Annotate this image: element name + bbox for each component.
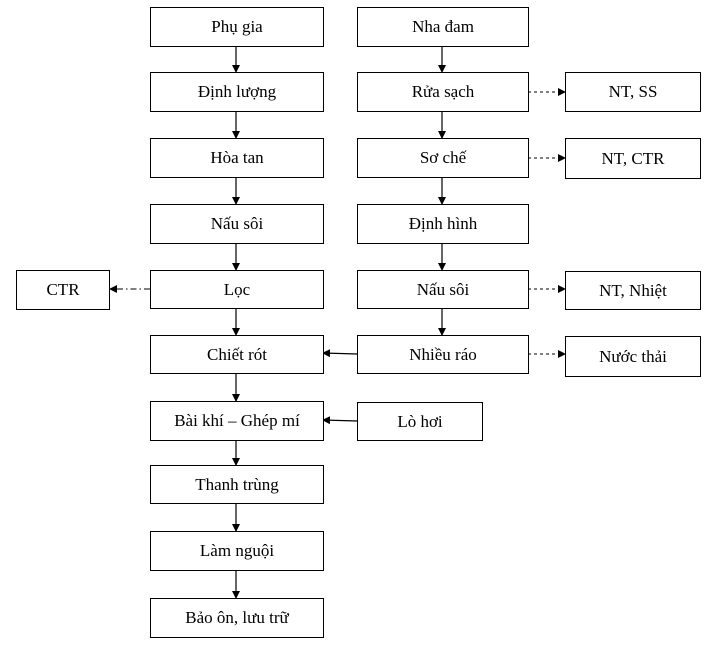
step-phu-gia: Phụ gia — [150, 7, 324, 47]
waste-loc: CTR — [16, 270, 110, 310]
step-nhieu-rao: Nhiều ráo — [357, 335, 529, 374]
step-lo-hoi: Lò hơi — [357, 402, 483, 441]
step-dinh-hinh: Định hình — [357, 204, 529, 244]
step-lam-nguoi: Làm nguội — [150, 531, 324, 571]
step-nau-soi-left: Nấu sôi — [150, 204, 324, 244]
step-bao-on-luu-tru: Bảo ôn, lưu trữ — [150, 598, 324, 638]
step-hoa-tan: Hòa tan — [150, 138, 324, 178]
step-rua-sach: Rửa sạch — [357, 72, 529, 112]
step-bai-khi-ghep-mi: Bài khí – Ghép mí — [150, 401, 324, 441]
arrow-lo-hoi-to-bai-khi — [322, 416, 358, 425]
step-so-che: Sơ chế — [357, 138, 529, 178]
step-chiet-rot: Chiết rót — [150, 335, 324, 374]
step-nha-dam: Nha đam — [357, 7, 529, 47]
step-nau-soi-right: Nấu sôi — [357, 270, 529, 309]
step-dinh-luong: Định lượng — [150, 72, 324, 112]
waste-rua-sach: NT, SS — [565, 72, 701, 112]
waste-so-che: NT, CTR — [565, 138, 701, 179]
arrow-nhieu-rao-to-chiet-rot — [322, 349, 358, 358]
step-thanh-trung: Thanh trùng — [150, 465, 324, 504]
waste-nau-soi: NT, Nhiệt — [565, 271, 701, 310]
step-loc: Lọc — [150, 270, 324, 309]
waste-nhieu-rao: Nước thải — [565, 336, 701, 377]
